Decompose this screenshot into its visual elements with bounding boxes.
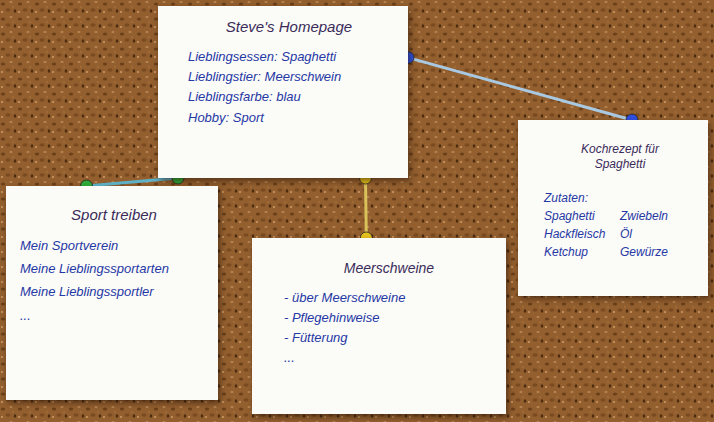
card-text: Gewürze <box>620 245 668 260</box>
card-heading: Sport treiben <box>71 206 157 225</box>
card-text: Zwiebeln <box>620 209 668 224</box>
card-text: - Pflegehinweise <box>284 310 379 326</box>
string-connector <box>87 178 178 186</box>
card-heading: Kochrezept für Spaghetti <box>560 142 680 172</box>
card-text: - über Meerschweine <box>284 290 405 306</box>
card-heading: Meerschweine <box>344 260 434 278</box>
note-card: Steve's HomepageLieblingsessen: Spaghett… <box>158 6 408 178</box>
string-connector <box>364 178 368 238</box>
card-heading: Steve's Homepage <box>226 18 352 37</box>
card-text: ... <box>284 350 295 366</box>
card-text: Hackfleisch <box>544 227 605 242</box>
note-card: Sport treibenMein SportvereinMeine Liebl… <box>6 186 218 400</box>
card-text: Meine Lieblingssportler <box>20 284 154 300</box>
card-text: ... <box>20 308 31 324</box>
card-text: - Fütterung <box>284 330 348 346</box>
note-card: Kochrezept für SpaghettiZutaten: Spaghett… <box>518 120 708 296</box>
card-text: Lieblingstier: Meerschwein <box>188 69 341 85</box>
card-text: Zutaten: <box>544 191 588 206</box>
card-text: Ketchup <box>544 245 588 260</box>
string-connector <box>408 58 632 120</box>
card-text: Hobby: Sport <box>188 110 264 126</box>
note-card: Meerschweine - über Meerschweine - Pflegeh… <box>252 238 506 414</box>
card-text: Lieblingsessen: Spaghetti <box>188 49 336 65</box>
card-text: Öl <box>620 227 632 242</box>
card-text: Spaghetti <box>544 209 595 224</box>
card-text: Meine Lieblingssportarten <box>20 261 169 277</box>
card-text: Mein Sportverein <box>20 238 118 254</box>
card-text: Lieblingsfarbe: blau <box>188 89 301 105</box>
